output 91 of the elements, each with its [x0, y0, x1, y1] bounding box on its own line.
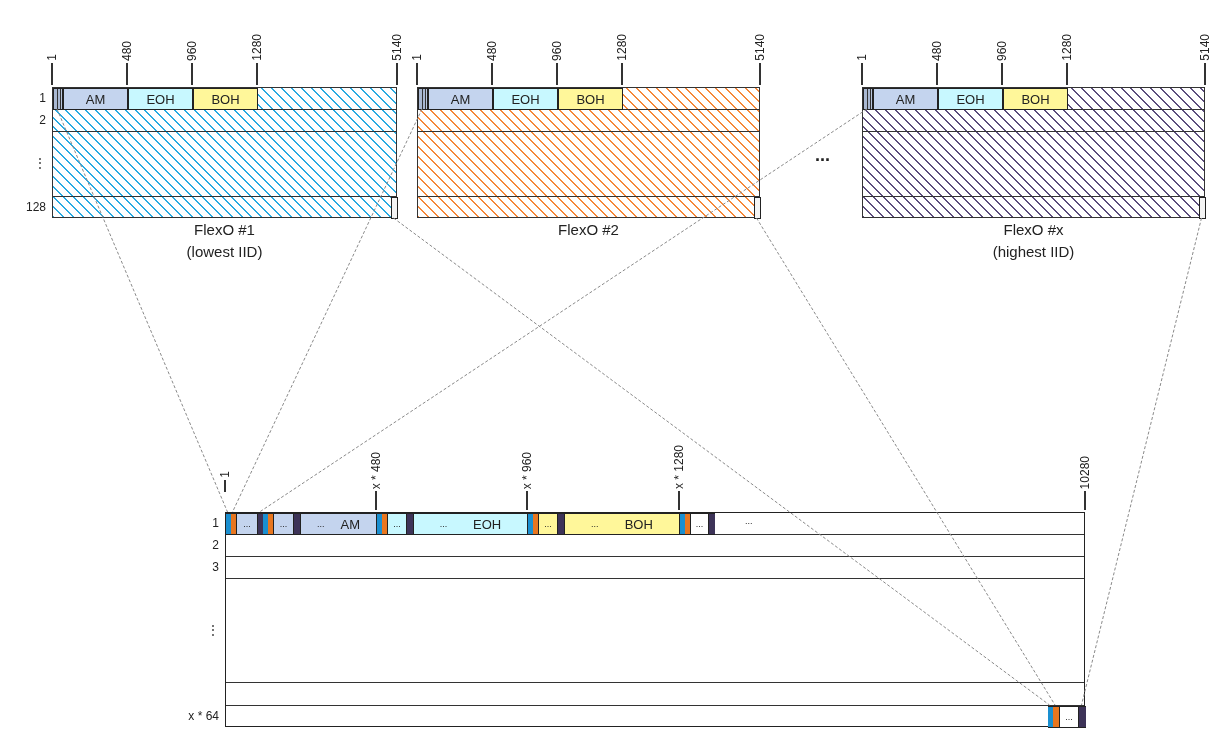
slot-bar	[294, 513, 300, 535]
end-cell	[1199, 197, 1206, 219]
slot-bar	[263, 513, 268, 535]
slot-bar	[709, 513, 715, 535]
frame-cell: AM	[63, 88, 128, 110]
frame-caption: FlexO #2	[557, 221, 620, 238]
tick-label: x * 480	[369, 451, 383, 510]
slot-bar	[226, 513, 231, 535]
ellipsis-text: ...	[745, 517, 753, 526]
row-number: 2	[39, 114, 46, 126]
frame-cell: ...	[387, 513, 407, 535]
frame-cell: AM	[428, 88, 493, 110]
end-cell	[754, 197, 761, 219]
tick-label: 480	[485, 40, 499, 85]
row-number: 3	[212, 561, 219, 573]
frame-cell: ...	[273, 513, 294, 535]
frame-cell: BOH	[1003, 88, 1068, 110]
row-number: 128	[25, 201, 46, 213]
tick-label: x * 1280	[672, 444, 686, 510]
frame-cell: EOH	[938, 88, 1003, 110]
slot-bar	[680, 513, 685, 535]
row-number: 1	[39, 92, 46, 104]
field-label: EOH	[473, 517, 502, 531]
slot-bar	[231, 513, 236, 535]
tick-label: 1	[45, 54, 59, 85]
frame-cell	[300, 513, 377, 535]
row-number: x * 64	[188, 710, 219, 722]
slot-bar	[258, 513, 263, 535]
field-label: AM	[340, 517, 360, 531]
tick-label: 480	[930, 40, 944, 85]
frame-cell: BOH	[193, 88, 258, 110]
tick-label: 1280	[1060, 34, 1074, 85]
slot-bar	[407, 513, 413, 535]
slot-bar	[1079, 706, 1086, 728]
slot-bar	[382, 513, 387, 535]
connector-line	[393, 217, 1050, 706]
frame-cell: EOH	[128, 88, 193, 110]
end-cell	[391, 197, 398, 219]
row-number: ⋮	[34, 157, 46, 169]
frame-cell: ...	[236, 513, 258, 535]
tick-label: 5140	[753, 34, 767, 85]
tick-label: 960	[550, 40, 564, 85]
tick-label: 1	[410, 54, 424, 85]
tick-label: 10280	[1078, 455, 1092, 510]
tick-label: 960	[185, 40, 199, 85]
slot-bar	[1053, 706, 1059, 728]
slot-bar	[558, 513, 564, 535]
slot-bar	[533, 513, 538, 535]
slot-bar	[528, 513, 533, 535]
ellipsis-text: ...	[591, 519, 599, 529]
tick-label: 1280	[250, 34, 264, 85]
overhead-cell	[53, 88, 63, 110]
slot-bar	[1048, 706, 1053, 728]
frame-cell: AM	[873, 88, 938, 110]
frame-cell	[564, 513, 680, 535]
row-number: ⋮	[207, 624, 219, 636]
frame-cell: BOH	[558, 88, 623, 110]
tick-label: 1280	[615, 34, 629, 85]
frame-cell: ...	[690, 513, 709, 535]
tick-label: 5140	[390, 34, 404, 85]
tick-label: 5140	[1198, 34, 1212, 85]
overhead-cell	[863, 88, 873, 110]
ellipsis-text: ...	[439, 519, 448, 529]
frame-block	[225, 512, 1085, 727]
connector-line	[259, 108, 868, 513]
field-label: BOH	[624, 517, 653, 531]
connector-line	[232, 108, 423, 513]
frame-caption: (lowest IID)	[185, 243, 264, 260]
slot-bar	[377, 513, 382, 535]
tick-label: 1	[855, 54, 869, 85]
tick-label: 960	[995, 40, 1009, 85]
frame-cell	[413, 513, 528, 535]
frame-caption: FlexO #x	[1002, 221, 1065, 238]
row-number: 2	[212, 539, 219, 551]
frame-cell: ...	[538, 513, 558, 535]
frame-cell: EOH	[493, 88, 558, 110]
overhead-cell	[418, 88, 428, 110]
connector-line	[756, 217, 1056, 706]
frame-caption: (highest IID)	[991, 243, 1076, 260]
tick-label: 1	[218, 471, 232, 492]
connector-line	[1081, 217, 1202, 706]
tick-label: x * 960	[520, 451, 534, 510]
slot-bar	[268, 513, 273, 535]
ellipsis-text: ...	[317, 519, 325, 529]
frame-caption: FlexO #1	[193, 221, 256, 238]
row-number: 1	[212, 517, 219, 529]
frame-cell: ...	[1059, 706, 1079, 728]
ellipsis-text: ...	[815, 146, 830, 164]
connector-line	[56, 108, 228, 513]
slot-bar	[685, 513, 690, 535]
tick-label: 480	[120, 40, 134, 85]
